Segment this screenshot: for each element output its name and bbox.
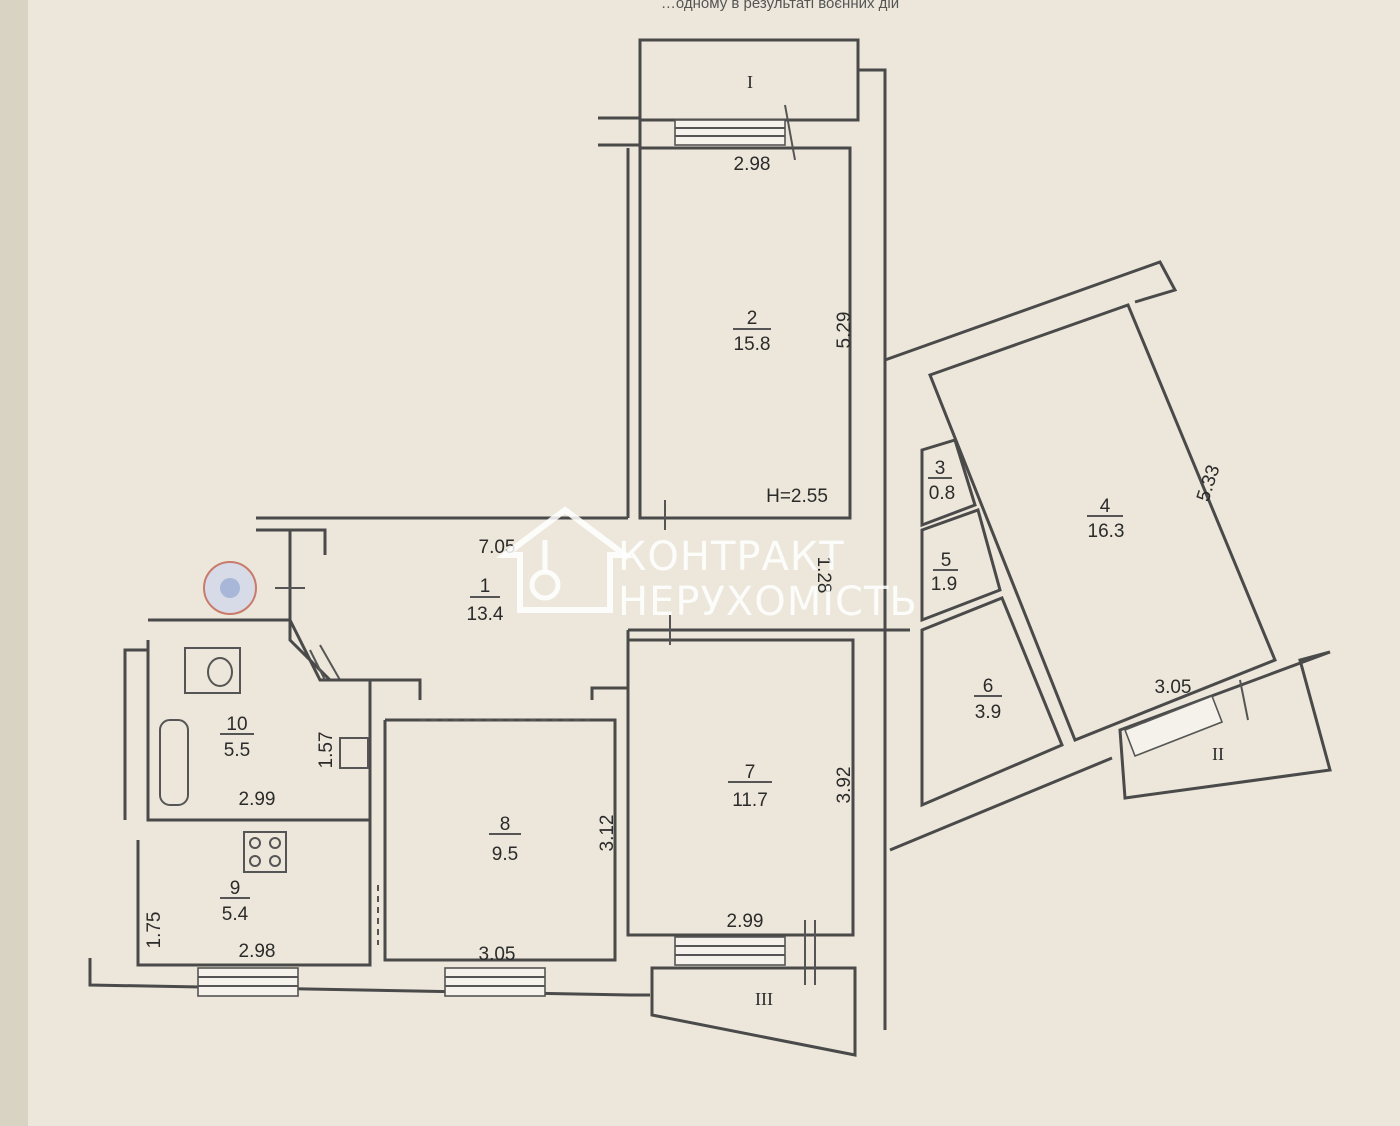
balcony-label-2: II [1212, 744, 1224, 764]
window-room-7 [674, 936, 786, 966]
dimension-label: 1.28 [813, 557, 834, 594]
svg-text:5.4: 5.4 [222, 904, 249, 925]
room-2 [638, 146, 852, 520]
room-label-9: 95.4 [220, 878, 250, 925]
room-label-4: 416.3 [1087, 496, 1124, 542]
page-shadow [0, 0, 28, 1126]
balcony-3 [650, 966, 857, 1057]
room-label-3: 30.8 [928, 458, 955, 504]
svg-text:15.8: 15.8 [734, 334, 771, 355]
svg-text:0.8: 0.8 [929, 483, 955, 504]
svg-text:8: 8 [500, 814, 511, 835]
dimension-label: 1.75 [144, 912, 165, 949]
header-text: …одному в результаті воєнних дій [661, 0, 899, 12]
watermark-line-1: КОНТРАКТ [618, 534, 845, 580]
dimension-label: 3.05 [479, 944, 516, 965]
wall-right-wing [884, 260, 1178, 362]
svg-text:4: 4 [1100, 496, 1111, 517]
dimension-label: 3.12 [597, 815, 618, 852]
dimension-label: 2.99 [727, 911, 764, 932]
balcony-2 [1118, 650, 1332, 800]
stove-icon [243, 831, 287, 873]
room-label-2: 215.8 [733, 308, 771, 355]
svg-text:11.7: 11.7 [732, 790, 768, 811]
svg-text:7: 7 [745, 762, 756, 783]
dimension-label: 3.92 [834, 767, 855, 804]
dimension-label: 1.57 [316, 732, 337, 769]
dimension-label: 2.98 [734, 154, 771, 175]
wall-right [858, 68, 887, 1030]
svg-text:13.4: 13.4 [467, 604, 504, 625]
room-6 [920, 596, 1064, 808]
wall-segment [598, 116, 642, 147]
toilet-icon [184, 647, 241, 694]
room-9 [136, 818, 372, 967]
svg-text:5.5: 5.5 [224, 740, 250, 761]
svg-text:2: 2 [747, 308, 758, 329]
room-1 [288, 530, 422, 700]
house-logo-icon [496, 506, 634, 613]
svg-text:3: 3 [935, 458, 946, 479]
svg-text:5: 5 [941, 550, 952, 571]
watermark-line-2: НЕРУХОМІСТЬ [618, 579, 918, 625]
room-7 [626, 638, 855, 937]
svg-text:3.9: 3.9 [975, 702, 1001, 723]
balcony-1 [638, 38, 860, 122]
window-room-4 [1123, 694, 1224, 758]
room-8 [383, 718, 617, 962]
wall-bottom [88, 958, 650, 997]
dimension-label: 5.33 [1193, 462, 1224, 504]
balcony-label-3: III [755, 989, 773, 1009]
bathtub-icon [159, 719, 189, 806]
svg-text:1.9: 1.9 [931, 574, 957, 595]
room-label-1: 113.4 [467, 576, 504, 625]
room-5 [920, 508, 1002, 623]
svg-text:10: 10 [226, 714, 247, 735]
svg-text:16.3: 16.3 [1088, 521, 1125, 542]
svg-text:9.5: 9.5 [492, 844, 518, 865]
svg-text:9: 9 [230, 878, 241, 899]
svg-text:6: 6 [983, 676, 994, 697]
room-3 [920, 438, 977, 528]
room-label-8: 89.5 [489, 814, 521, 865]
window-room-2 [674, 119, 786, 146]
watermark-logo: КОНТРАКТ НЕРУХОМІСТЬ [496, 506, 918, 625]
dimension-label: 5.29 [834, 312, 855, 349]
room-label-7: 711.7 [728, 762, 772, 811]
window-room-9 [197, 967, 299, 997]
dimension-label: 2.99 [239, 789, 276, 810]
room-label-10: 105.5 [220, 714, 254, 761]
ceiling-height-label: H=2.55 [766, 486, 828, 507]
svg-text:1: 1 [480, 576, 491, 597]
window-room-8 [444, 967, 546, 997]
room-label-6: 63.9 [974, 676, 1002, 723]
dimension-label: 3.05 [1155, 677, 1192, 698]
sink-icon [339, 737, 369, 769]
room-label-5: 51.9 [931, 550, 958, 595]
balcony-label-1: I [747, 72, 753, 92]
room-4 [928, 303, 1277, 742]
dimension-label: 2.98 [239, 941, 276, 962]
